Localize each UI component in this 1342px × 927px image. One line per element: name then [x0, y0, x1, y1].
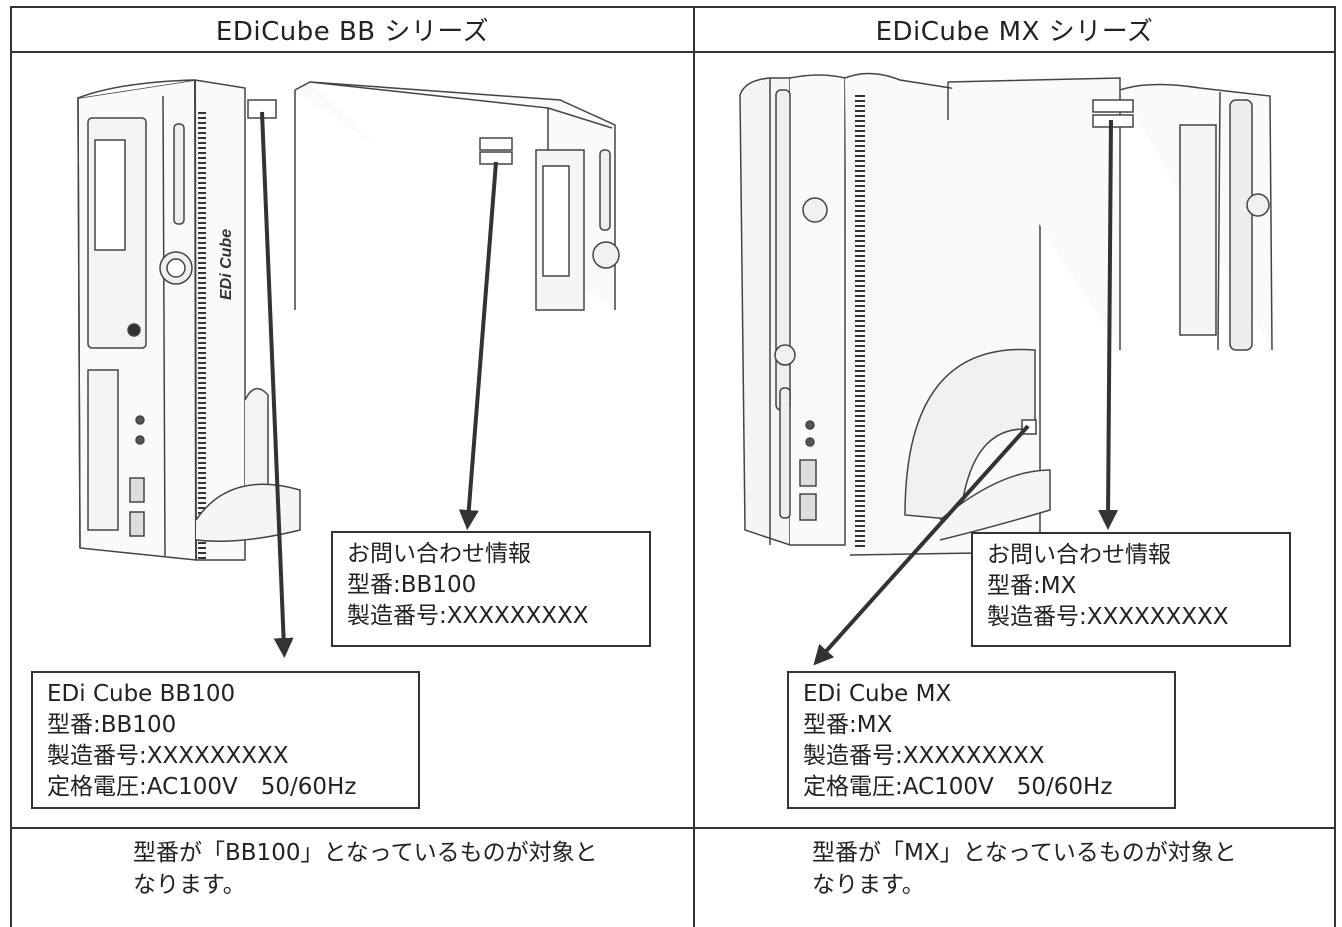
mx-series-header: EDiCube MX シリーズ [875, 16, 1154, 47]
mx-note-line-1: 型番が「MX」となっているものが対象と [812, 840, 1237, 866]
bb-series-header: EDiCube BB シリーズ [215, 16, 490, 47]
bb-note-line-1: 型番が「BB100」となっているものが対象と [133, 840, 598, 866]
bb-note-line-2: なります。 [133, 872, 246, 898]
mx-inquiry-line-2: 型番:MX [987, 573, 1077, 599]
bb-rating-arrow [260, 111, 294, 658]
mx-inquiry-line-3: 製造番号:XXXXXXXXX [987, 604, 1229, 630]
bb-target-note: 型番が「BB100」となっているものが対象と なります。 [133, 837, 598, 901]
bb-rating-line-4: 定格電圧:AC100V 50/60Hz [47, 774, 357, 800]
mx-pc-front-illustration [739, 72, 1051, 556]
bb-pc-front-illustration [77, 79, 301, 561]
table-center-divider [693, 6, 695, 927]
table-left-border [10, 6, 12, 927]
bb-rating-line-2: 型番:BB100 [47, 712, 177, 738]
bb-inquiry-line-2: 型番:BB100 [347, 572, 477, 598]
mx-rating-line-2: 型番:MX [803, 712, 893, 738]
table-top-border [10, 6, 1336, 8]
mx-rating-line-3: 製造番号:XXXXXXXXX [803, 743, 1045, 769]
mx-rating-arrow [813, 424, 1030, 666]
bb-inquiry-line-1: お問い合わせ情報 [347, 541, 531, 567]
bb-inquiry-label: お問い合わせ情報 型番:BB100 製造番号:XXXXXXXXX [331, 531, 651, 647]
mx-inquiry-arrow [1098, 119, 1119, 530]
bb-rating-line-3: 製造番号:XXXXXXXXX [47, 743, 289, 769]
footer-divider [10, 827, 1336, 829]
mx-inquiry-line-1: お問い合わせ情報 [987, 542, 1171, 568]
table-right-border [1334, 6, 1336, 927]
bb-rating-line-1: EDi Cube BB100 [47, 681, 236, 707]
bb-inquiry-line-3: 製造番号:XXXXXXXXX [347, 603, 589, 629]
mx-pc-rear-illustration [947, 77, 1273, 351]
bb-pc-rear-illustration [294, 81, 620, 311]
mx-note-line-2: なります。 [812, 872, 925, 898]
bb-rating-label: EDi Cube BB100 型番:BB100 製造番号:XXXXXXXXX 定… [31, 671, 420, 809]
mx-rating-line-1: EDi Cube MX [803, 681, 952, 707]
mx-inquiry-label: お問い合わせ情報 型番:MX 製造番号:XXXXXXXXX [971, 532, 1291, 647]
header-divider [10, 51, 1336, 53]
mx-rating-label: EDi Cube MX 型番:MX 製造番号:XXXXXXXXX 定格電圧:AC… [787, 671, 1176, 809]
mx-target-note: 型番が「MX」となっているものが対象と なります。 [812, 837, 1237, 901]
bb-case-brand: EDi Cube [218, 229, 235, 300]
bb-inquiry-arrow [458, 161, 498, 530]
mx-rating-line-4: 定格電圧:AC100V 50/60Hz [803, 774, 1113, 800]
